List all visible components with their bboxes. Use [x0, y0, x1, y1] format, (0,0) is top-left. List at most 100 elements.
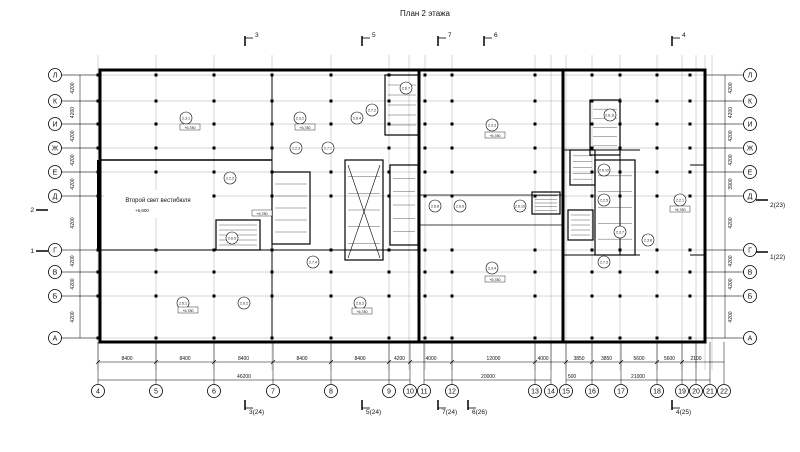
column: [618, 122, 622, 126]
column: [561, 146, 565, 150]
room-number: 2.3.4: [488, 267, 496, 271]
section-label-top: 7: [448, 32, 452, 39]
column: [533, 99, 537, 103]
column: [212, 194, 216, 198]
column: [688, 336, 692, 340]
section-label-right: 1(22): [770, 254, 785, 261]
column: [533, 194, 537, 198]
col-axis-bubble: [717, 384, 731, 398]
column: [387, 170, 391, 174]
column: [688, 99, 692, 103]
column: [590, 170, 594, 174]
room-number: 2.3.3: [488, 124, 496, 128]
column: [561, 170, 565, 174]
row-spacing-left: 4200: [70, 154, 76, 165]
column: [423, 194, 427, 198]
row-axis-label: А: [53, 336, 58, 343]
col-dim: 4000: [537, 356, 548, 362]
room-number-marker: [237, 296, 251, 310]
column: [450, 99, 454, 103]
column: [387, 248, 391, 252]
column: [688, 146, 692, 150]
room-number: 2.6.7: [402, 87, 410, 91]
column: [329, 194, 333, 198]
section-label-bottom: 4(25): [676, 409, 691, 416]
column: [655, 336, 659, 340]
room-number: 2.3.2: [296, 117, 304, 121]
dim-tick: [328, 359, 334, 365]
column: [590, 122, 594, 126]
room-number: 2.6.1: [179, 302, 187, 306]
column: [618, 170, 622, 174]
room-number-marker: [641, 233, 655, 247]
column: [561, 122, 565, 126]
col-axis-bubble: [445, 384, 459, 398]
col-dim: 2100: [690, 356, 701, 362]
dim-tick: [211, 359, 217, 365]
section-label-bottom: 5(24): [366, 409, 381, 416]
room-number-marker: [289, 141, 303, 155]
room-number-marker: [306, 255, 320, 269]
row-axis-label: Д: [748, 194, 753, 201]
row-axis-label: Л: [748, 73, 753, 80]
column: [154, 294, 158, 298]
column: [154, 99, 158, 103]
room-number-marker: [597, 193, 611, 207]
col-axis-label: 19: [678, 389, 686, 396]
column: [688, 122, 692, 126]
core-block: [215, 219, 261, 251]
overall-dim: 21000: [631, 374, 645, 380]
row-axis-label: Ж: [747, 146, 754, 153]
room-number: 2.3.1: [182, 117, 190, 121]
row-axis-label: Б: [748, 294, 753, 301]
col-axis-label: 16: [588, 389, 596, 396]
section-label-bottom: 7(24): [442, 409, 457, 416]
row-axis-label: Г: [748, 248, 752, 255]
col-axis-bubble: [689, 384, 703, 398]
col-axis-label: 7: [271, 389, 275, 396]
column: [561, 294, 565, 298]
column: [688, 194, 692, 198]
section-label-right: 2(23): [770, 202, 785, 209]
column: [590, 336, 594, 340]
col-axis-bubble: [675, 384, 689, 398]
column: [212, 122, 216, 126]
section-label-left: 1: [30, 248, 34, 255]
row-spacing-right: 4200: [728, 107, 734, 118]
row-spacing-right: 4200: [728, 130, 734, 141]
outer-wall: [98, 68, 707, 344]
col-axis-bubble: [324, 384, 338, 398]
column: [533, 73, 537, 77]
row-spacing-right: 4200: [728, 154, 734, 165]
room-number: 2.3.8: [644, 239, 652, 243]
row-axis-label: Д: [53, 194, 58, 201]
section-label-top: 6: [494, 32, 498, 39]
column: [387, 336, 391, 340]
column: [450, 294, 454, 298]
column: [423, 122, 427, 126]
column: [561, 73, 565, 77]
room-number: 2.6.12: [599, 169, 609, 173]
dim-tick: [618, 359, 624, 365]
core-block: [389, 164, 419, 246]
level-label: +6,780: [674, 208, 685, 212]
room-number: 2.6.5: [228, 237, 236, 241]
room-number-marker: [485, 261, 499, 275]
column: [655, 294, 659, 298]
level-label: +6,780: [489, 134, 500, 138]
section-label-top: 5: [372, 32, 376, 39]
room-number-marker: [597, 255, 611, 269]
overall-dim: 500: [568, 374, 577, 380]
row-axis-label: К: [748, 99, 753, 106]
row-spacing-left: 4200: [70, 255, 76, 266]
col-axis-bubble: [403, 384, 417, 398]
column: [154, 270, 158, 274]
column: [212, 294, 216, 298]
dim-tick: [449, 359, 455, 365]
column: [154, 146, 158, 150]
vestibule-bg: [104, 190, 212, 218]
col-axis-bubble: [91, 384, 105, 398]
